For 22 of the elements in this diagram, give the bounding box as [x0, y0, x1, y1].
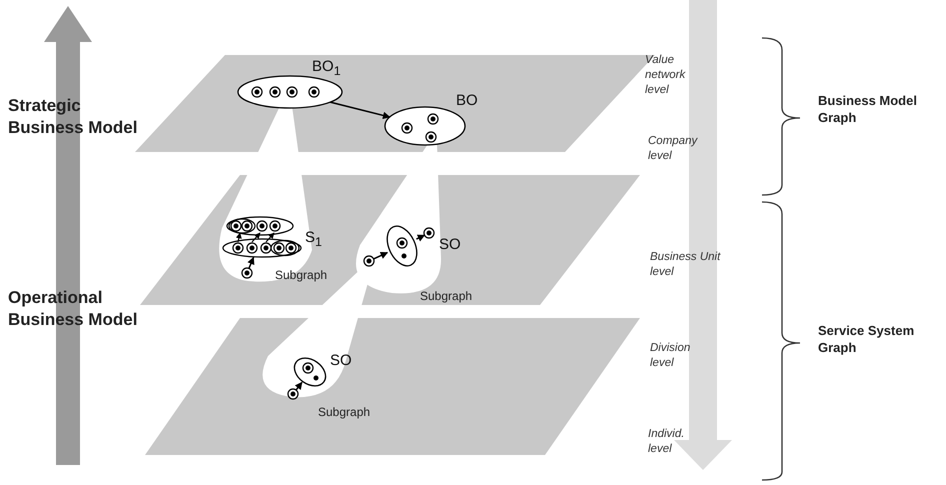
arrow [247, 256, 254, 269]
node-label: BO [456, 92, 478, 110]
level-label: Division level [650, 341, 692, 371]
arrow [294, 382, 302, 390]
level-label: Business Unit level [650, 250, 722, 280]
node-label: SO [330, 352, 352, 370]
level-label: Individ. level [648, 427, 686, 457]
node-label: BO$_{1}$ [312, 58, 341, 80]
side-heading: Strategic Business Model [8, 95, 138, 139]
level-label: Company level [648, 134, 699, 164]
node-label: SO [439, 236, 461, 254]
subgraph-label: Subgraph [420, 289, 472, 303]
subgraph-label: Subgraph [275, 268, 328, 282]
node-label: S$_{1}$ [305, 229, 322, 251]
arrow [330, 101, 390, 120]
level-label: Value network level [645, 53, 686, 98]
bracket-label: Business Model Graph [818, 92, 918, 126]
side-heading: Operational Business Model [8, 287, 138, 331]
arrow [373, 252, 388, 260]
bracket-label: Service System Graph [818, 322, 916, 356]
subgraph-label: Subgraph [318, 405, 370, 419]
arrow [416, 234, 426, 242]
